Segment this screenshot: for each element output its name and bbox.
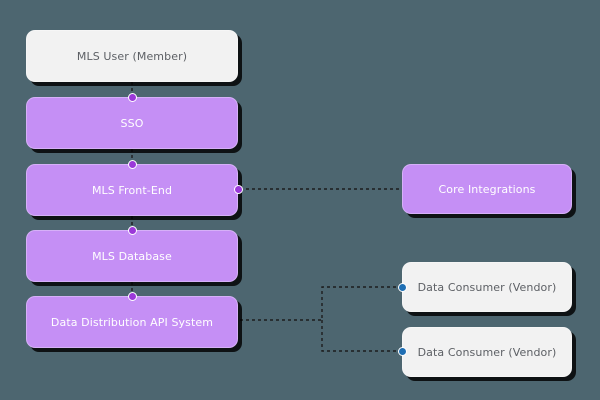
node-core-integrations[interactable]: Core Integrations [402, 164, 572, 214]
node-mls-front-end[interactable]: MLS Front-End [26, 164, 238, 216]
node-mls-user-label: MLS User (Member) [76, 49, 188, 63]
node-sso-label: SSO [120, 116, 144, 130]
node-data-consumer-2[interactable]: Data Consumer (Vendor) [402, 327, 572, 377]
node-api-system[interactable]: Data Distribution API System [26, 296, 238, 348]
node-api-system-label: Data Distribution API System [50, 315, 214, 329]
endpoint-dot-api-system [127, 291, 137, 301]
endpoint-dot-core-integrations [233, 184, 243, 194]
node-mls-database-label: MLS Database [92, 249, 172, 263]
node-sso[interactable]: SSO [26, 97, 238, 149]
endpoint-dot-sso [127, 92, 137, 102]
endpoint-dot-mls-database [127, 225, 137, 235]
node-mls-front-end-label: MLS Front-End [91, 183, 173, 197]
node-core-integrations-label: Core Integrations [438, 182, 536, 196]
node-data-consumer-1-label: Data Consumer (Vendor) [417, 280, 557, 294]
endpoint-dot-data-consumer-1 [397, 282, 407, 292]
node-data-consumer-2-label: Data Consumer (Vendor) [417, 345, 557, 359]
node-data-consumer-1[interactable]: Data Consumer (Vendor) [402, 262, 572, 312]
endpoint-dot-mls-front-end [127, 159, 137, 169]
edge-api-to-consumer-2 [321, 320, 400, 352]
endpoint-dot-data-consumer-2 [397, 346, 407, 356]
node-mls-user[interactable]: MLS User (Member) [26, 30, 238, 82]
edge-api-to-consumer-1 [240, 286, 400, 321]
node-mls-database[interactable]: MLS Database [26, 230, 238, 282]
